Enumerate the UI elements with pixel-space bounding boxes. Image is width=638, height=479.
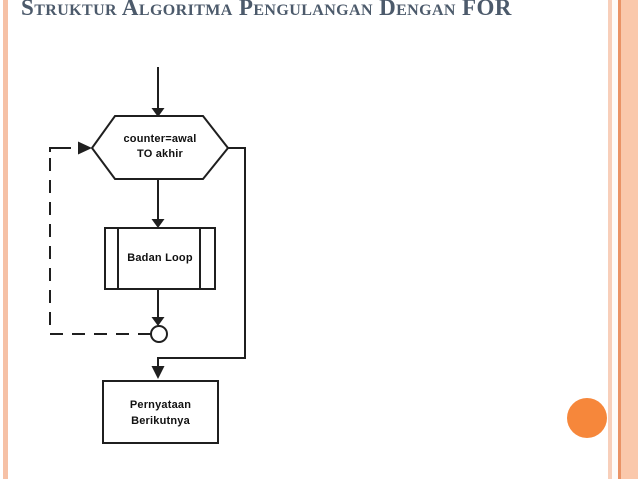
left-border-stripe	[3, 0, 8, 479]
next-statement-label: Pernyataan Berikutnya	[103, 397, 218, 429]
loop-body-label: Badan Loop	[127, 252, 193, 264]
right-border-stripes	[608, 0, 638, 479]
loop-back-dashed-path	[49, 141, 151, 335]
entry-arrow-down-icon	[151, 67, 165, 117]
slide-accent-circle	[567, 398, 607, 438]
body-to-connector-arrow-icon	[151, 289, 165, 326]
slide-title: Struktur Algoritma Pengulangan Dengan FO…	[21, 0, 512, 20]
exit-path-arrow	[151, 147, 246, 379]
next-statement-label-line2: Berikutnya	[131, 415, 190, 427]
loop-body-node	[104, 227, 216, 290]
connector-circle-node	[150, 325, 168, 343]
hexagon-label-line1: counter=awal	[123, 133, 197, 145]
next-statement-label-line1: Pernyataan	[129, 399, 192, 411]
hexagon-label: counter=awal TO akhir	[92, 132, 228, 162]
hexagon-label-line2: TO akhir	[136, 148, 184, 160]
hexagon-to-body-arrow-icon	[151, 179, 165, 228]
next-statement-node	[102, 380, 219, 444]
